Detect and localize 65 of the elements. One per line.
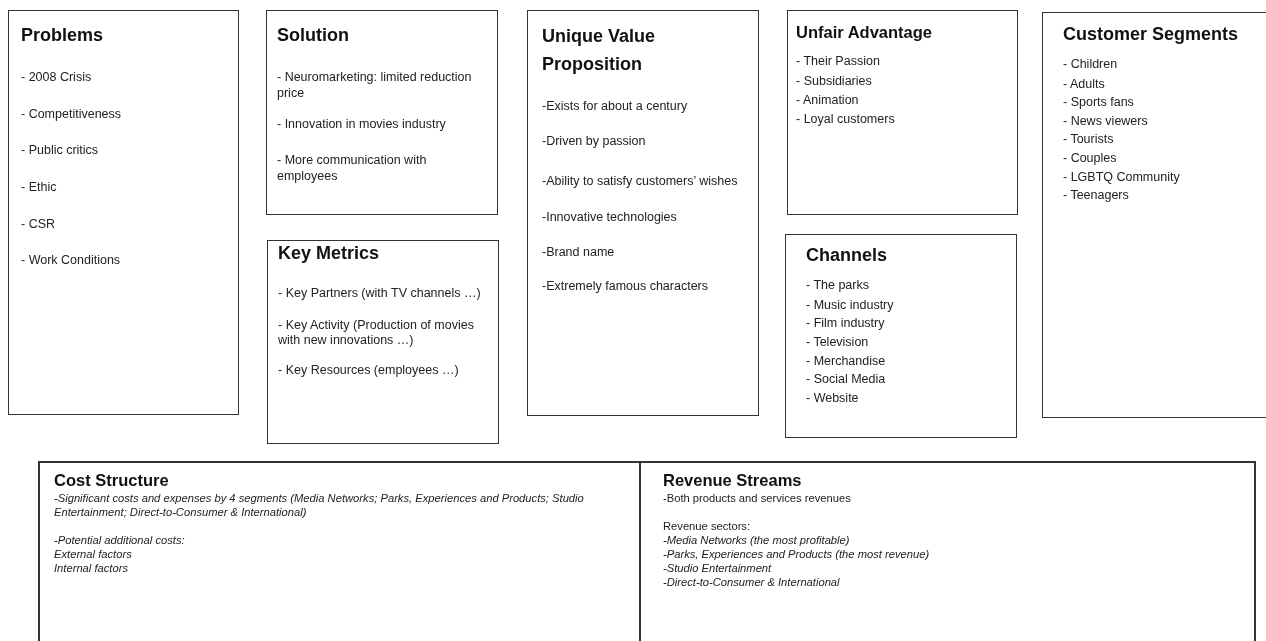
list-item: -Brand name (542, 245, 615, 261)
list-item: - Work Conditions (21, 253, 121, 269)
list-item: -Both products and services revenues (663, 490, 851, 505)
list-item: Internal factors (54, 560, 128, 575)
canvas-box (38, 461, 641, 641)
canvas-box (1042, 12, 1266, 418)
list-item: - CSR (21, 216, 56, 233)
list-item: - Sports fans (1063, 95, 1134, 111)
box-heading: Problems (21, 24, 104, 47)
canvas-box (266, 10, 498, 215)
list-item: - Social Media (806, 372, 886, 388)
list-item: - Television (806, 335, 869, 351)
box-heading: Unique Value Proposition (542, 25, 657, 76)
box-heading: Channels (806, 244, 888, 267)
list-item: -Parks, Experiences and Products (the most revenue) (663, 546, 930, 561)
canvas-box (787, 10, 1018, 215)
list-item: External factors (54, 546, 132, 561)
list-item: - Tourists (1063, 132, 1114, 148)
box-heading: Revenue Streams (663, 471, 802, 491)
list-item: -Direct-to-Consumer & International (663, 574, 840, 589)
canvas-box (785, 234, 1017, 438)
box-heading: Key Metrics (278, 242, 380, 265)
list-item: - LGBTQ Community (1063, 169, 1180, 186)
list-item: - Key Partners (with TV channels …) (278, 286, 481, 302)
list-item: - Public critics (21, 143, 99, 160)
list-item: - Animation (796, 93, 859, 109)
list-item: - The parks (806, 278, 869, 294)
list-item: -Innovative technologies (542, 209, 677, 226)
canvas-box (267, 240, 499, 444)
box-heading: Unfair Advantage (796, 22, 932, 43)
canvas-box (527, 10, 759, 416)
list-item: - Key Activity (Production of movies with new innovations …) (278, 317, 475, 350)
list-item: -Media Networks (the most profitable) (663, 532, 850, 547)
list-item: - Merchandise (806, 353, 886, 370)
list-item: - Their Passion (796, 54, 880, 70)
list-item: - Subsidiaries (796, 73, 872, 90)
list-item: - Neuromarketing: limited reduction price (277, 70, 473, 102)
list-item: - News viewers (1063, 113, 1148, 130)
box-heading: Cost Structure (54, 471, 169, 491)
list-item: - Website (806, 390, 859, 407)
box-heading: Solution (277, 24, 349, 47)
list-item: - Music industry (806, 297, 894, 314)
canvas-box (8, 10, 239, 415)
list-item: -Driven by passion (542, 134, 646, 151)
list-item: - 2008 Crisis (21, 70, 92, 86)
list-item: - Innovation in movies industry (277, 117, 446, 134)
list-item: -Ability to satisfy customers’ wishes (542, 174, 738, 190)
list-item: Revenue sectors: (663, 518, 751, 533)
list-item: - Adults (1063, 76, 1105, 93)
list-item: - Children (1063, 56, 1118, 73)
list-item: - Ethic (21, 180, 57, 196)
canvas-box (639, 461, 1256, 641)
list-item: -Studio Entertainment (663, 560, 772, 575)
list-item: - Couples (1063, 151, 1117, 167)
list-item: -Potential additional costs: (54, 532, 185, 547)
list-item: - Teenagers (1063, 188, 1129, 204)
box-heading: Customer Segments (1063, 23, 1239, 46)
list-item: -Extremely famous characters (542, 278, 709, 295)
list-item: -Exists for about a century (542, 98, 688, 115)
list-item: - Key Resources (employees …) (278, 363, 459, 379)
list-item: - Loyal customers (796, 111, 895, 128)
list-item: - Competitiveness (21, 106, 122, 123)
list-item: - More communication with employees (277, 153, 428, 185)
list-item: - Film industry (806, 316, 885, 333)
list-item: -Significant costs and expenses by 4 segments (Media Networks; Parks, Experiences and Products; Studio Entertainment; Direct-to-Consumer & International) (54, 490, 585, 519)
